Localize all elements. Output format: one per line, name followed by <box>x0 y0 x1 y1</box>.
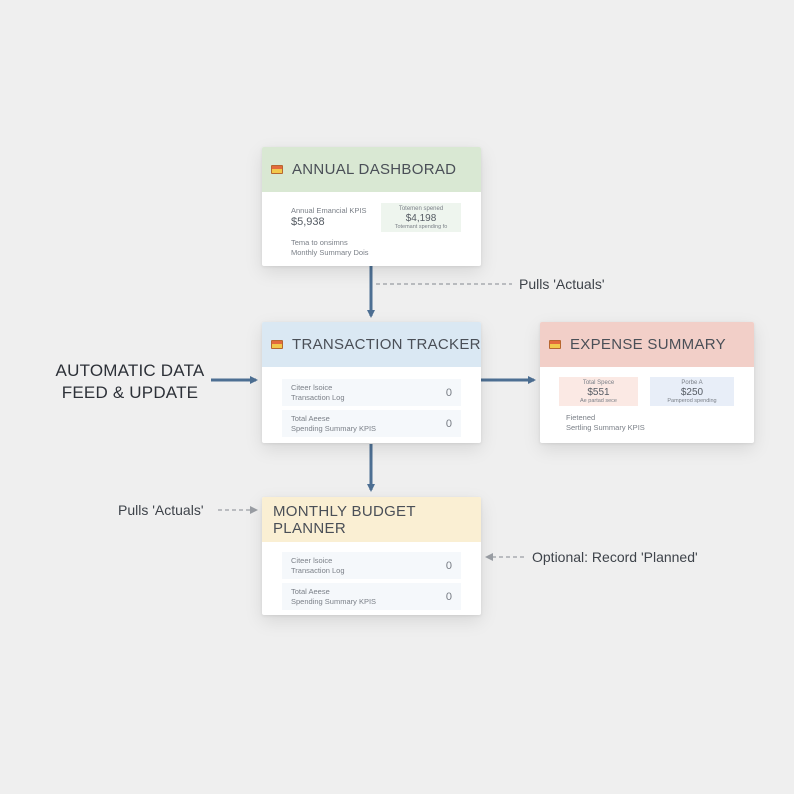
annual-footer-line2: Monthly Summary Dois <box>291 248 369 257</box>
transaction-tracker-title: TRANSACTION TRACKER <box>292 336 481 353</box>
feed-label-line2: FEED & UPDATE <box>61 383 199 402</box>
wallet-icon <box>271 165 283 174</box>
row-count: 0 <box>445 417 452 430</box>
pulls-actuals-label-right: Pulls 'Actuals' <box>519 276 605 292</box>
annual-box-sub: Totemant spending fo <box>394 224 448 230</box>
row-label-small: Total Aeese <box>291 413 330 423</box>
row-label: Spending Summary KPIS <box>291 596 377 606</box>
annual-dashboard-title: ANNUAL DASHBORAD <box>292 161 457 178</box>
budget-row-transaction-log[interactable]: Citeer lsoice Transaction Log 0 <box>282 552 461 579</box>
wallet-icon <box>549 340 561 349</box>
annual-footer-line1: Tema to onsimns <box>291 238 348 247</box>
tracker-row-spending-summary[interactable]: Total Aeese Spending Summary KPIS 0 <box>282 410 461 437</box>
row-count: 0 <box>445 590 452 603</box>
row-label-small: Citeer lsoice <box>291 382 333 392</box>
monthly-budget-card[interactable]: MONTHLY BUDGET PLANNER Citeer lsoice Tra… <box>262 497 481 615</box>
budget-row-spending-summary[interactable]: Total Aeese Spending Summary KPIS 0 <box>282 583 461 610</box>
expense-summary-title: EXPENSE SUMMARY <box>570 336 726 353</box>
annual-kpi-value: $5,938 <box>291 216 325 228</box>
expense-box1-sub: Ae partad sece <box>580 398 617 404</box>
expense-footer-line1: Fietened <box>566 413 596 422</box>
transaction-tracker-card[interactable]: TRANSACTION TRACKER Citeer lsoice Transa… <box>262 322 481 443</box>
row-count: 0 <box>445 386 452 399</box>
automatic-feed-label: AUTOMATIC DATA FEED & UPDATE <box>50 360 210 404</box>
row-label-small: Total Aeese <box>291 586 330 596</box>
annual-box-caption: Totemen spened <box>398 206 444 212</box>
expense-box2-value: $250 <box>680 387 704 398</box>
annual-kpi-label: Annual Emancial KPIS <box>291 206 367 215</box>
expense-summary-card[interactable]: EXPENSE SUMMARY Total Spece $551 Ae part… <box>540 322 754 443</box>
annual-footer: Tema to onsimns Monthly Summary Dois <box>291 238 369 258</box>
expense-box-planned: Porbe A $250 Pamperod spending <box>650 377 734 406</box>
row-label-small: Citeer lsoice <box>291 555 333 565</box>
monthly-budget-header: MONTHLY BUDGET PLANNER <box>262 497 481 542</box>
expense-footer-line2: Sertling Summary KPIS <box>566 423 645 432</box>
annual-kpi-box: Totemen spened $4,198 Totemant spending … <box>381 203 461 232</box>
expense-box1-value: $551 <box>587 387 610 398</box>
optional-planned-label: Optional: Record 'Planned' <box>532 549 698 565</box>
row-label: Transaction Log <box>291 565 345 575</box>
monthly-budget-title: MONTHLY BUDGET PLANNER <box>273 502 416 537</box>
row-label: Transaction Log <box>291 392 345 402</box>
expense-box1-caption: Total Spece <box>582 380 615 386</box>
transaction-tracker-header: TRANSACTION TRACKER <box>262 322 481 367</box>
wallet-icon <box>271 340 283 349</box>
annual-dashboard-header: ANNUAL DASHBORAD <box>262 147 481 192</box>
row-label: Spending Summary KPIS <box>291 423 377 433</box>
expense-footer: Fietened Sertling Summary KPIS <box>566 413 645 433</box>
expense-summary-header: EXPENSE SUMMARY <box>540 322 754 367</box>
feed-label-line1: AUTOMATIC DATA <box>55 361 205 380</box>
tracker-row-transaction-log[interactable]: Citeer lsoice Transaction Log 0 <box>282 379 461 406</box>
annual-dashboard-card[interactable]: ANNUAL DASHBORAD Annual Emancial KPIS $5… <box>262 147 481 266</box>
expense-box-total: Total Spece $551 Ae partad sece <box>559 377 638 406</box>
pulls-actuals-label-left: Pulls 'Actuals' <box>118 502 204 518</box>
row-count: 0 <box>445 559 452 572</box>
expense-box2-sub: Pamperod spending <box>667 398 717 404</box>
annual-box-value: $4,198 <box>405 213 437 224</box>
expense-box2-caption: Porbe A <box>681 380 703 386</box>
annual-kpi-block: Annual Emancial KPIS $5,938 <box>291 206 366 229</box>
